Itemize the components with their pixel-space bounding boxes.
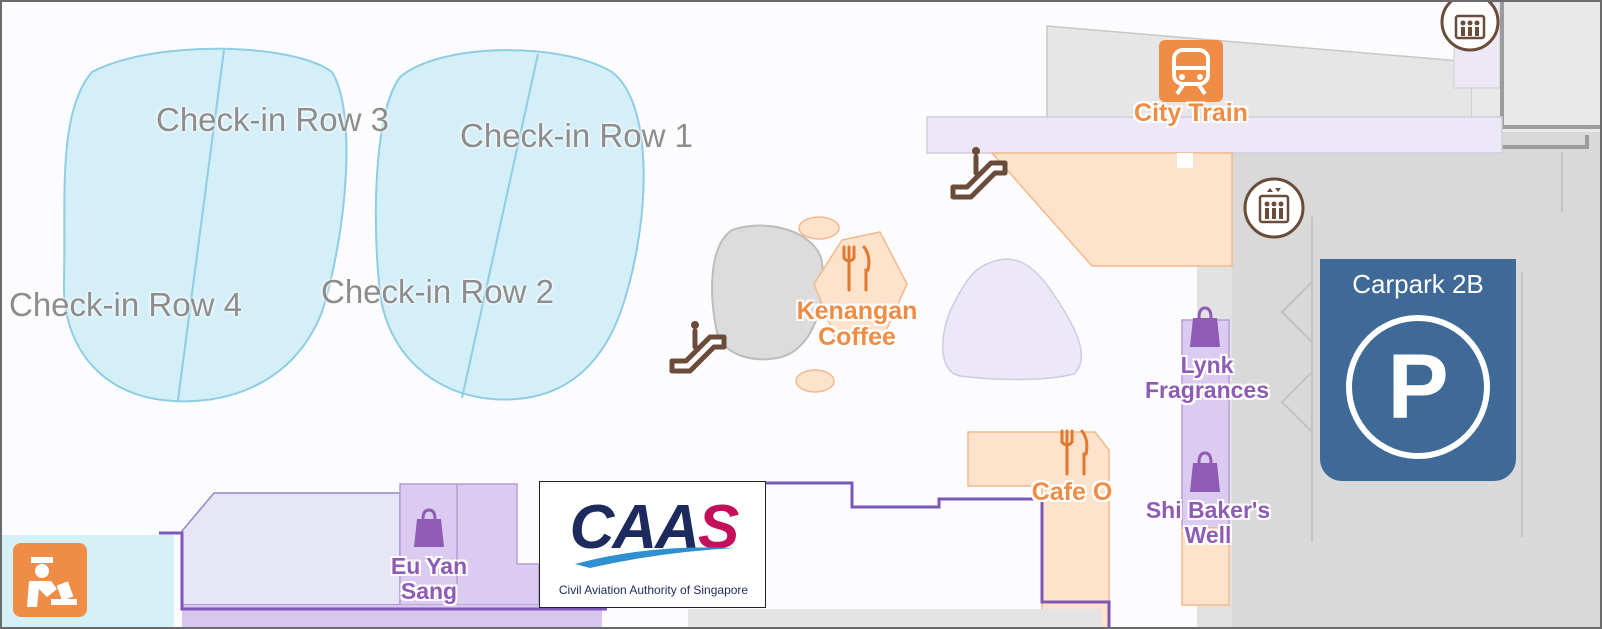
shi-bakers-well-label: Shi Baker's Well [1128,498,1288,548]
shi-bakers-well-line-2: Well [1184,521,1232,548]
carpark-2b-sign[interactable]: Carpark 2B P [1320,259,1516,481]
eu-yan-sang-label: Eu Yan Sang [374,554,484,604]
parking-letter: P [1387,336,1449,438]
immigration-officer-icon[interactable] [13,543,87,617]
carpark-label: Carpark 2B [1352,269,1484,299]
caas-wordmark-s: S [697,493,739,562]
restaurant-icon[interactable] [1058,428,1090,478]
shopping-bag-icon[interactable] [413,507,445,549]
cafe-o-label: Cafe O [1031,478,1113,506]
eu-yan-sang-line-2: Sang [400,577,458,604]
lynk-fragrances-line-1: Lynk [1180,352,1234,378]
shopping-bag-icon[interactable] [1188,305,1222,349]
checkin-row-4-label: Check-in Row 4 [9,286,242,323]
lynk-fragrances-line-2: Fragrances [1144,376,1269,403]
checkin-row-1-label: Check-in Row 1 [460,117,693,154]
shi-bakers-well-line-1: Shi Baker's [1145,497,1271,523]
shopping-bag-icon[interactable] [1188,450,1222,494]
escalator-icon[interactable] [666,317,732,375]
lynk-fragrances-label: Lynk Fragrances [1132,353,1282,403]
kenangan-coffee-line-1: Kenangan [796,297,918,325]
checkin-row-2-label: Check-in Row 2 [321,273,554,310]
checkin-row-3-label: Check-in Row 3 [156,101,389,138]
city-train-label: City Train [1134,99,1248,127]
kenangan-coffee-label: Kenangan Coffee [782,298,932,351]
caas-logo: CAAS Civil Aviation Authority of Singapo… [539,481,766,608]
restaurant-icon[interactable] [840,244,872,294]
parking-icon: P [1346,315,1490,459]
lift-icon[interactable] [1438,2,1502,52]
escalator-icon[interactable] [947,143,1013,201]
lift-icon[interactable] [1242,176,1306,240]
train-icon[interactable] [1159,40,1223,102]
caas-swoosh [575,547,735,568]
caas-tagline: Civil Aviation Authority of Singapore [558,583,749,597]
kenangan-coffee-line-2: Coffee [818,323,896,352]
eu-yan-sang-line-1: Eu Yan [390,553,468,579]
